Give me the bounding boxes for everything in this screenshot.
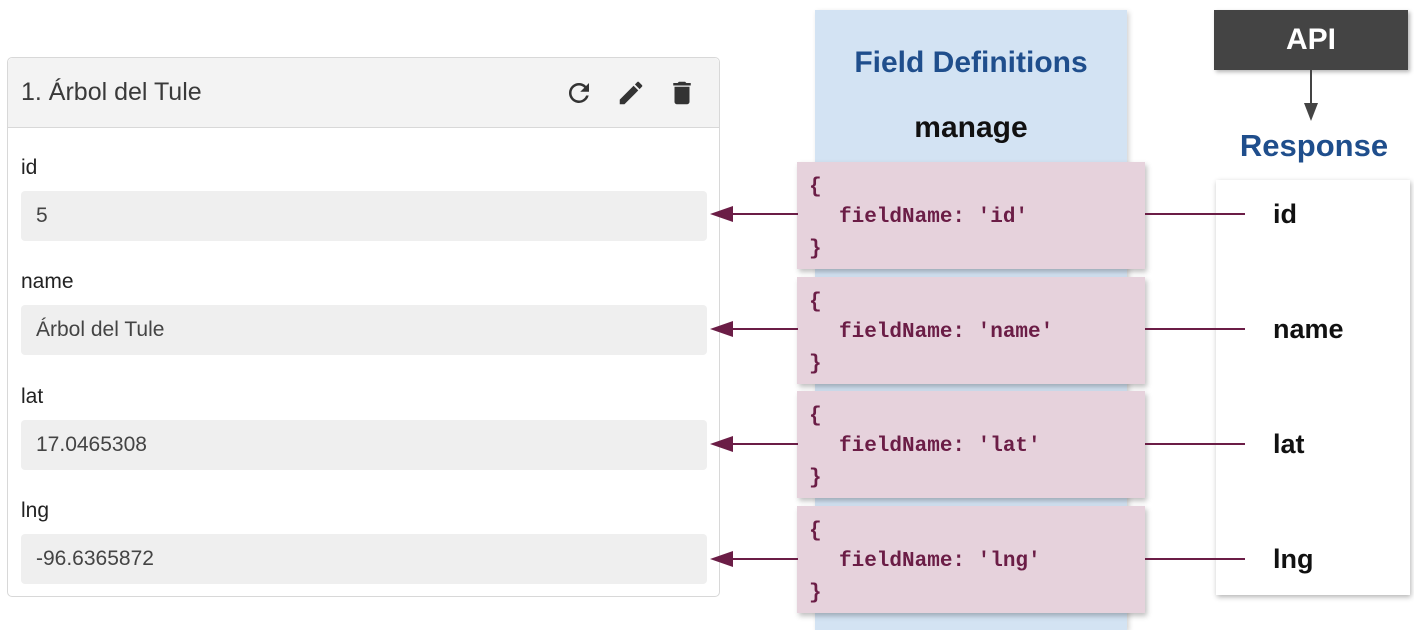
close-brace: } — [809, 467, 822, 490]
open-brace: { — [809, 291, 822, 314]
definition-line: fieldName: 'lng' — [839, 550, 1041, 573]
field-label-lng: lng — [21, 499, 50, 522]
open-brace: { — [809, 520, 822, 543]
response-title: Response — [1239, 128, 1389, 163]
arrow-lat — [710, 436, 1245, 452]
definition-box-id: { fieldName: 'id' } — [797, 162, 1145, 269]
response-panel — [1216, 180, 1410, 595]
open-brace: { — [809, 405, 822, 428]
definition-line: fieldName: 'id' — [839, 206, 1029, 229]
field-input-name[interactable]: Árbol del Tule — [21, 305, 707, 355]
open-brace: { — [809, 176, 822, 199]
arrow-name — [710, 321, 1245, 337]
field-definitions-subtitle: manage — [914, 111, 1028, 144]
field-input-lat[interactable]: 17.0465308 — [21, 420, 707, 470]
field-definitions-title: Field Definitions — [854, 46, 1088, 79]
response-field-lat: lat — [1273, 429, 1305, 459]
close-brace: } — [809, 238, 822, 261]
pencil-icon[interactable] — [616, 78, 646, 108]
definition-line: fieldName: 'lat' — [839, 435, 1041, 458]
field-input-id[interactable]: 5 — [21, 191, 707, 241]
record-card: 1. Árbol del Tule id 5 name Árbol del Tu… — [7, 57, 720, 597]
definition-line: fieldName: 'name' — [839, 321, 1054, 344]
field-input-lng[interactable]: -96.6365872 — [21, 534, 707, 584]
response-field-id: id — [1273, 199, 1297, 229]
definition-box-lat: { fieldName: 'lat' } — [797, 391, 1145, 498]
response-field-name: name — [1273, 314, 1344, 344]
card-title: 1. Árbol del Tule — [21, 78, 202, 106]
field-label-id: id — [21, 156, 38, 179]
api-to-response-arrow — [1304, 70, 1318, 121]
trash-icon[interactable] — [667, 78, 697, 108]
api-box: API — [1214, 10, 1408, 70]
card-header: 1. Árbol del Tule — [8, 58, 719, 128]
response-field-lng: lng — [1273, 544, 1314, 574]
close-brace: } — [809, 353, 822, 376]
arrow-lng — [710, 551, 1245, 567]
field-label-lat: lat — [21, 385, 44, 408]
field-label-name: name — [21, 270, 74, 293]
close-brace: } — [809, 582, 822, 605]
definition-box-lng: { fieldName: 'lng' } — [797, 506, 1145, 613]
definition-box-name: { fieldName: 'name' } — [797, 277, 1145, 384]
arrow-id — [710, 206, 1245, 222]
